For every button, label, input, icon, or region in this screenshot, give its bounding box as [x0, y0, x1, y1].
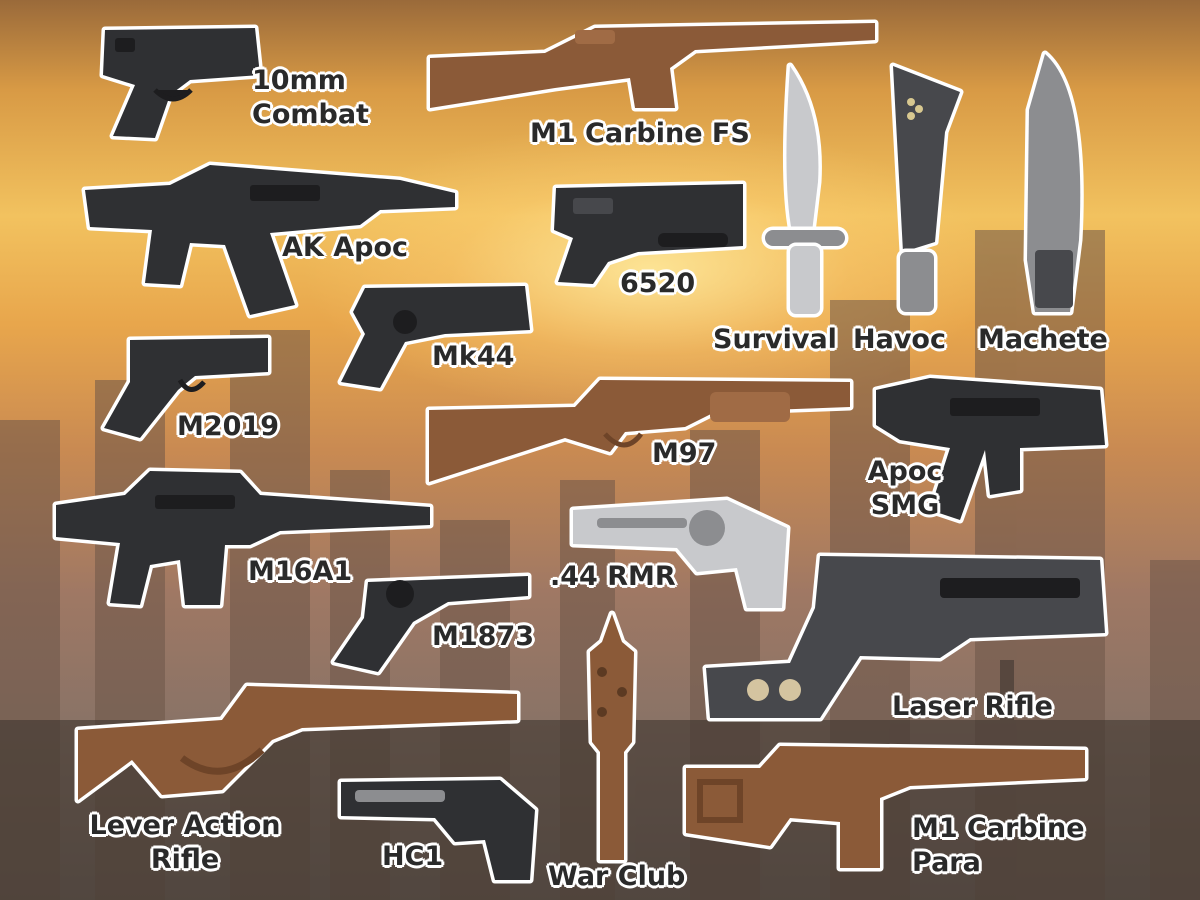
6520-pistol-image — [548, 178, 748, 288]
apoc-smg-image — [870, 370, 1110, 525]
ak-apoc-rifle-image — [80, 155, 460, 320]
m2019-pistol-image — [100, 332, 275, 442]
label-m1-carbine-fs: M1 Carbine FS — [530, 118, 750, 149]
label-havoc: Havoc — [853, 324, 946, 355]
10mm-combat-pistol-image — [95, 20, 265, 145]
war-club-image — [572, 610, 652, 864]
label-44-rmr: .44 RMR — [550, 561, 676, 592]
label-mk44: Mk44 — [432, 341, 515, 372]
m1-carbine-fs-image — [425, 8, 880, 118]
44-rmr-revolver-image — [567, 488, 792, 613]
label-machete: Machete — [978, 324, 1108, 355]
label-war-club: War Club — [548, 861, 686, 892]
machete-image — [1015, 50, 1090, 316]
label-m97: M97 — [652, 438, 717, 469]
havoc-knife-image — [875, 62, 965, 317]
mk44-revolver-image — [335, 282, 535, 392]
label-laser-rifle: Laser Rifle — [892, 691, 1053, 722]
label-m2019: M2019 — [177, 411, 280, 442]
m16a1-rifle-image — [50, 465, 440, 610]
lever-action-rifle-image — [72, 680, 522, 805]
label-m16a1: M16A1 — [248, 556, 353, 587]
laser-rifle-image — [700, 548, 1110, 728]
m1873-revolver-image — [328, 562, 533, 677]
survival-knife-image — [760, 62, 850, 318]
label-m1873: M1873 — [432, 621, 535, 652]
label-survival: Survival — [713, 324, 837, 355]
m97-shotgun-image — [425, 372, 855, 487]
m1-carbine-para-image — [680, 738, 1090, 888]
label-6520: 6520 — [620, 268, 696, 299]
hc1-revolver-image — [335, 770, 540, 885]
label-hc1: HC1 — [382, 841, 444, 872]
label-ak-apoc: AK Apoc — [282, 232, 408, 263]
